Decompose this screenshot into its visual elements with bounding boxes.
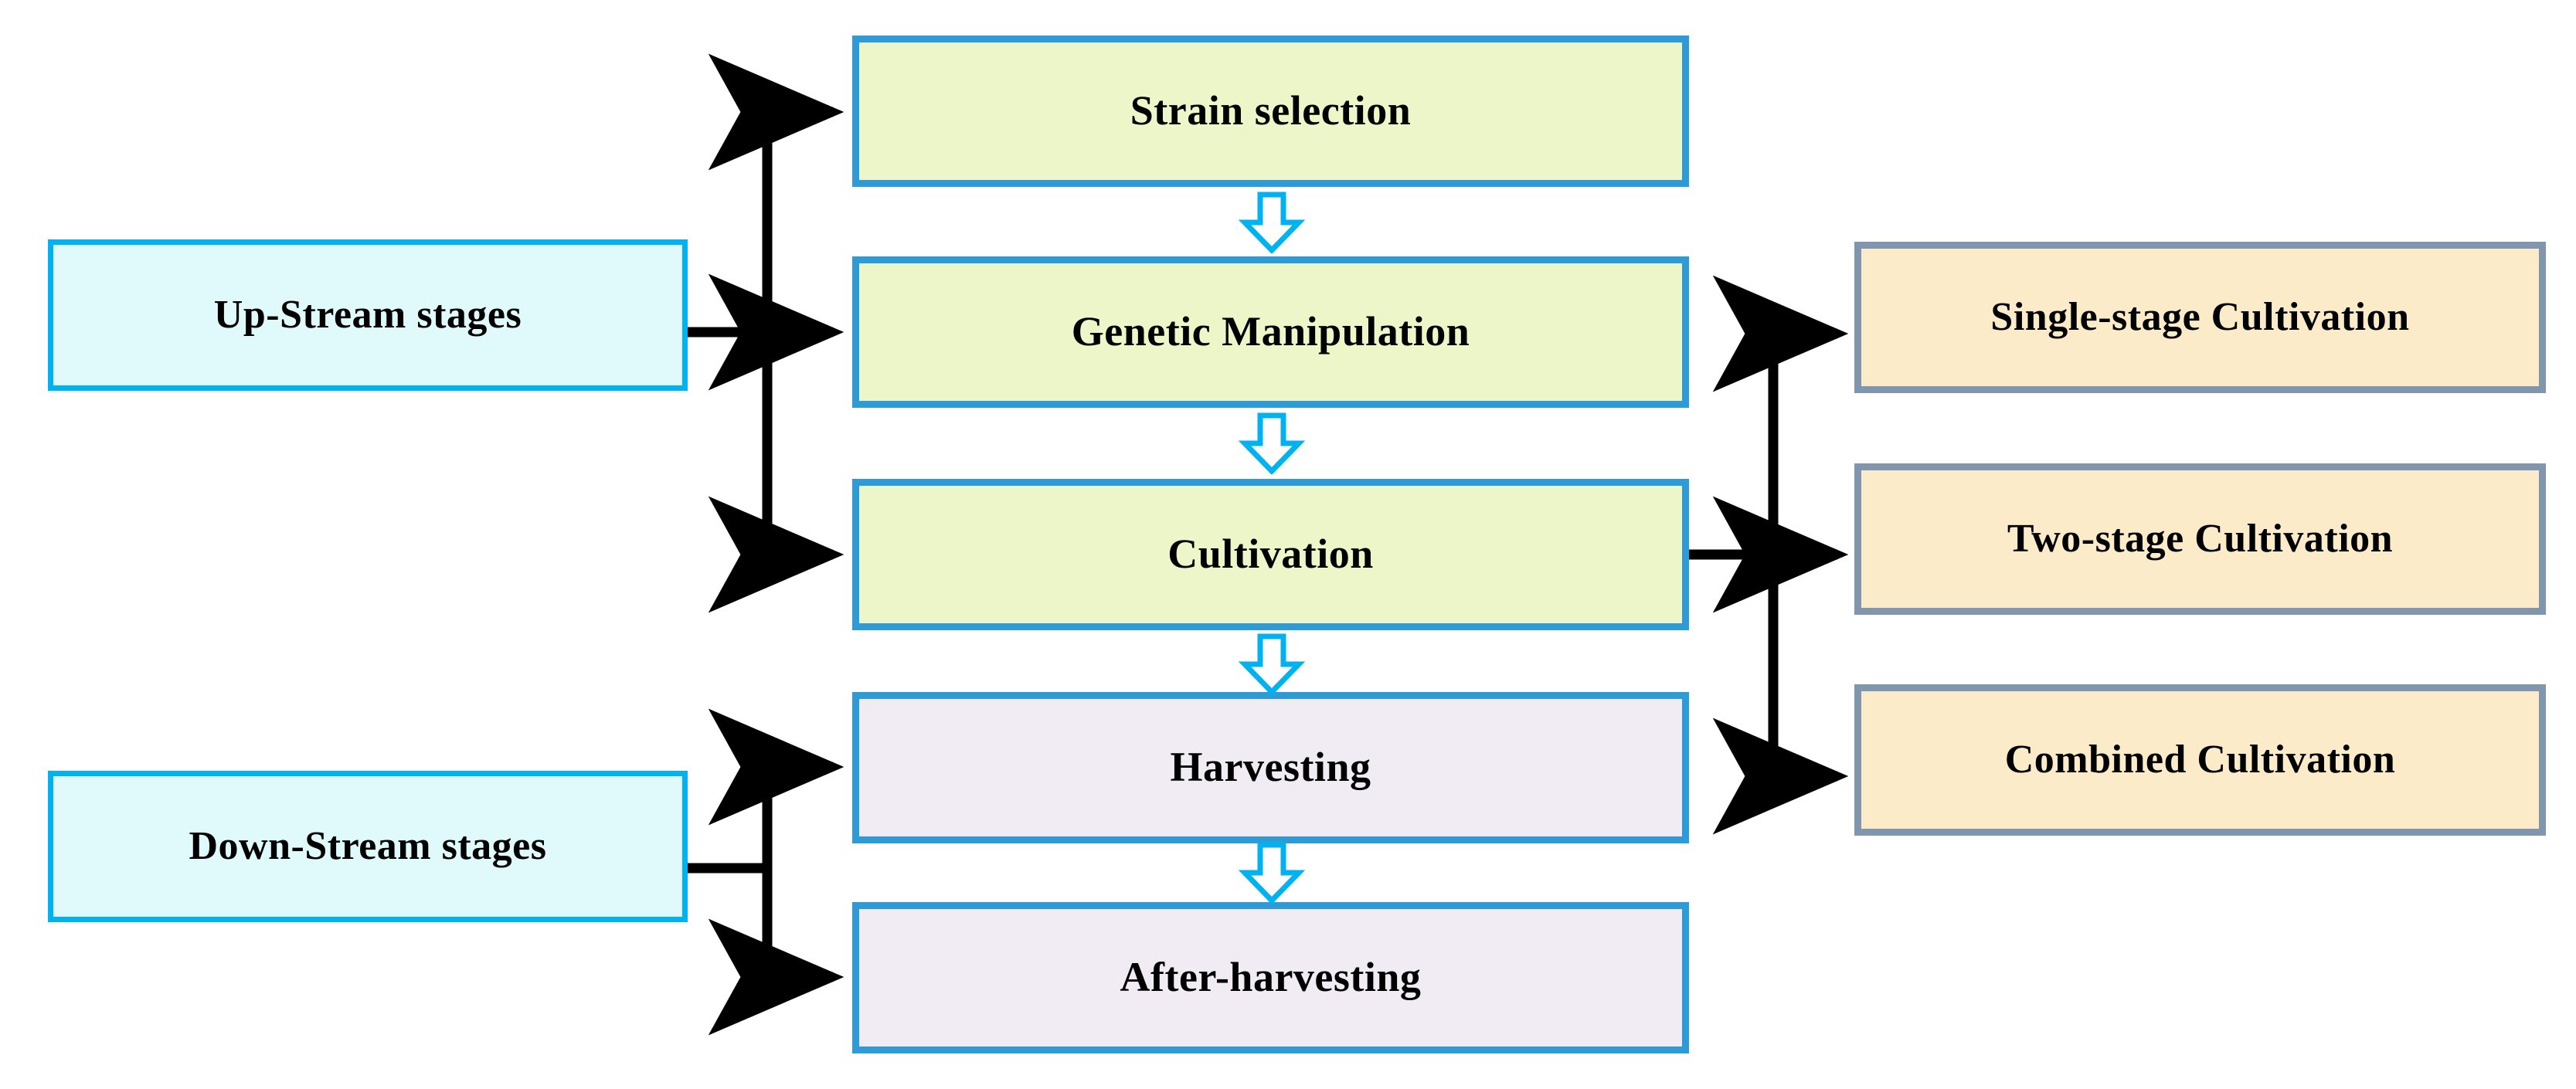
node-label: Down-Stream stages [189,824,547,869]
connector-cultivation-branch [1689,275,1849,835]
node-label: Genetic Manipulation [1071,308,1470,355]
node-label: Two-stage Cultivation [2007,517,2394,561]
node-label: Up-Stream stages [213,293,522,338]
node-down-stream-stages[interactable]: Down-Stream stages [48,771,688,922]
node-label: Cultivation [1167,531,1374,578]
node-label: Strain selection [1130,87,1412,134]
node-cultivation[interactable]: Cultivation [852,479,1689,630]
flow-arrow-down-icon-strain-to-genetic [1238,192,1306,253]
flow-arrow-down-icon-harvesting-to-after-harvesting [1238,842,1306,904]
flow-arrow-down-icon-genetic-to-cultivation [1238,412,1306,474]
connector-upstream-branch [686,53,845,613]
node-up-stream-stages[interactable]: Up-Stream stages [48,239,688,391]
node-harvesting[interactable]: Harvesting [852,692,1689,843]
flow-arrow-down-icon-cultivation-to-harvesting [1238,633,1306,695]
node-after-harvesting[interactable]: After-harvesting [852,902,1689,1053]
node-label: Single-stage Cultivation [1990,295,2410,340]
node-label: Harvesting [1170,744,1371,791]
node-strain-selection[interactable]: Strain selection [852,36,1689,187]
node-combined-cultivation[interactable]: Combined Cultivation [1854,684,2546,836]
node-label: Combined Cultivation [2004,738,2396,782]
connector-downstream-branch [686,708,845,1036]
node-genetic-manipulation[interactable]: Genetic Manipulation [852,256,1689,408]
node-two-stage-cultivation[interactable]: Two-stage Cultivation [1854,463,2546,615]
node-label: After-harvesting [1120,954,1422,1001]
node-single-stage-cultivation[interactable]: Single-stage Cultivation [1854,242,2546,393]
